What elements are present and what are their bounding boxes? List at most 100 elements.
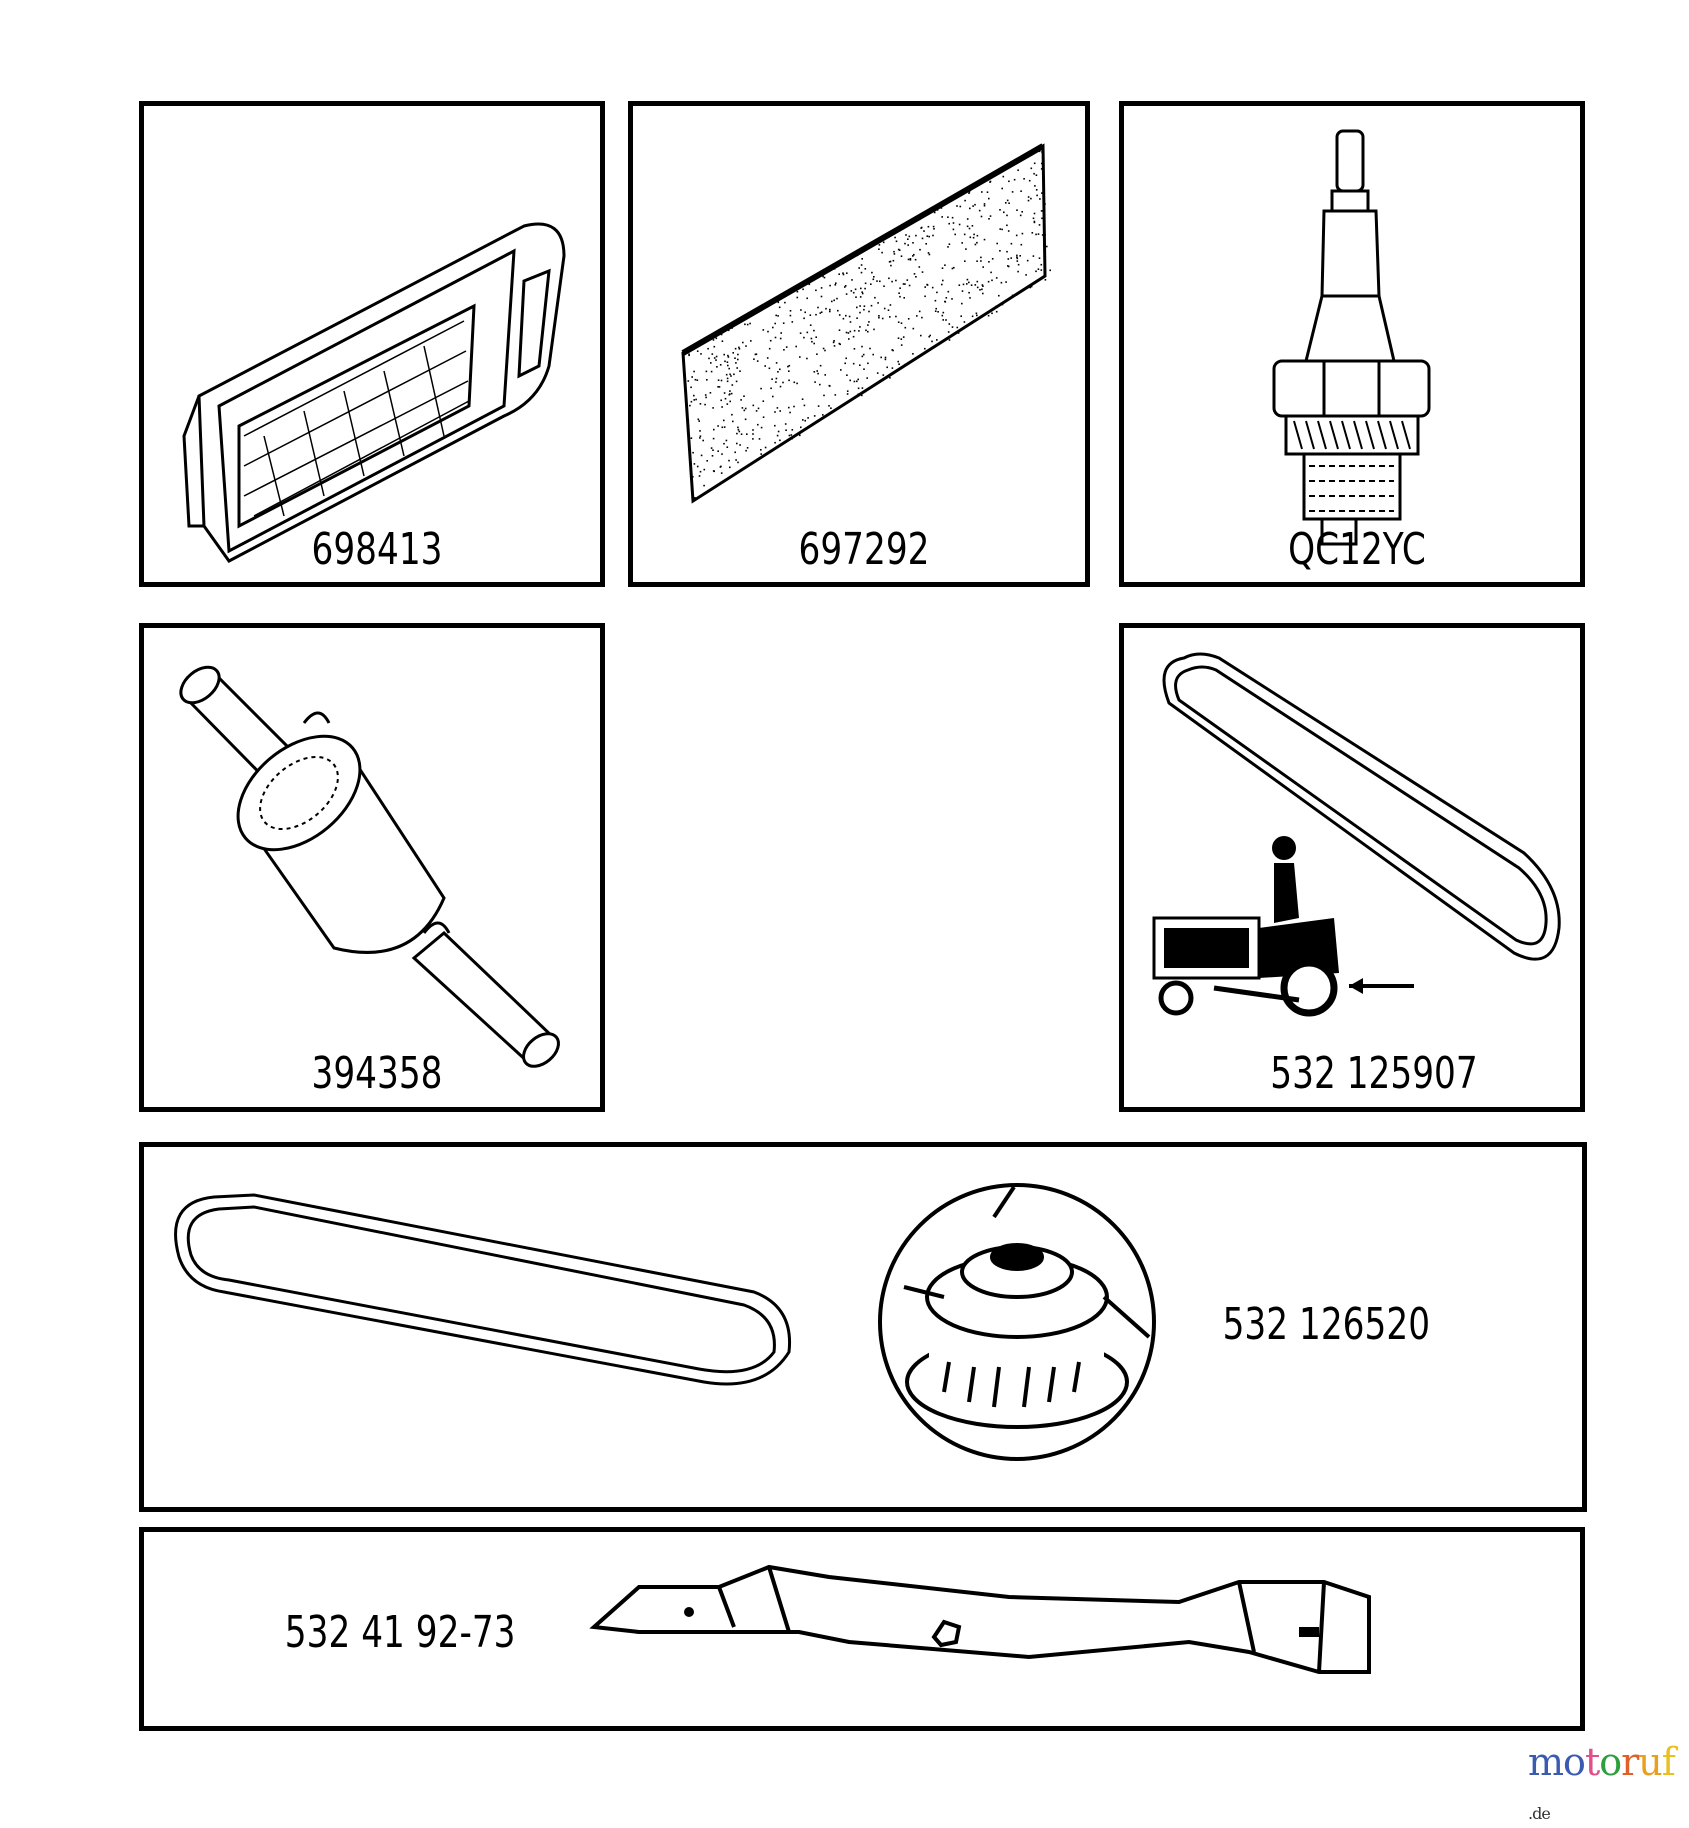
filter-texture-dot xyxy=(707,347,709,350)
filter-texture-dot xyxy=(897,321,900,323)
filter-texture-dot xyxy=(961,290,964,292)
filter-texture-dot xyxy=(963,321,966,323)
filter-texture-dot xyxy=(757,407,760,410)
filter-texture-dot xyxy=(892,349,894,352)
filter-texture-dot xyxy=(1010,242,1013,245)
filter-texture-dot xyxy=(813,329,815,332)
filter-texture-dot xyxy=(825,307,827,310)
filter-texture-dot xyxy=(799,332,802,334)
filter-texture-dot xyxy=(925,243,927,245)
filter-texture-dot xyxy=(854,288,857,291)
filter-texture-dot xyxy=(877,302,879,304)
filter-texture-dot xyxy=(729,393,731,395)
filter-texture-dot xyxy=(1035,174,1038,176)
filter-texture-dot xyxy=(1032,217,1035,220)
filter-texture-dot xyxy=(729,466,731,469)
filter-texture-dot xyxy=(876,372,879,374)
filter-texture-dot xyxy=(867,324,869,326)
filter-texture-dot xyxy=(976,234,979,237)
filter-texture-dot xyxy=(859,326,861,328)
filter-texture-dot xyxy=(991,258,994,260)
filter-texture-dot xyxy=(905,234,907,236)
part-number-label: 698413 xyxy=(311,524,443,575)
filter-texture-dot xyxy=(787,365,789,368)
filter-texture-dot xyxy=(866,377,868,379)
filter-texture-dot xyxy=(779,410,781,412)
filter-texture-dot xyxy=(1037,233,1040,235)
filter-texture-dot xyxy=(945,319,947,321)
filter-texture-dot xyxy=(986,191,989,193)
filter-texture-dot xyxy=(857,378,859,381)
filter-texture-dot xyxy=(736,367,738,369)
filter-texture-dot xyxy=(739,444,741,446)
filter-texture-dot xyxy=(718,386,721,388)
filter-texture-dot xyxy=(902,336,905,338)
filter-texture-dot xyxy=(762,400,765,402)
filter-texture-dot xyxy=(918,310,921,313)
filter-texture-dot xyxy=(942,311,945,314)
filter-texture-dot xyxy=(810,337,813,340)
filter-texture-dot xyxy=(991,279,993,282)
filter-texture-dot xyxy=(852,291,855,294)
watermark-letter: r xyxy=(1621,1740,1639,1784)
filter-texture-dot xyxy=(936,291,938,294)
filter-texture-dot xyxy=(750,340,752,342)
filter-texture-dot xyxy=(983,238,986,241)
filter-texture-dot xyxy=(777,301,780,304)
filter-texture-dot xyxy=(889,377,891,379)
filter-texture-dot xyxy=(1019,160,1021,162)
filter-texture-dot xyxy=(988,261,990,263)
pre-filter-illustration xyxy=(681,143,1051,504)
filter-texture-dot xyxy=(976,241,978,244)
filter-texture-dot xyxy=(730,392,733,395)
filter-texture-dot xyxy=(904,363,906,366)
filter-texture-dot xyxy=(845,314,847,317)
filter-texture-dot xyxy=(976,286,979,289)
filter-texture-dot xyxy=(1016,256,1018,258)
filter-texture-dot xyxy=(989,215,992,217)
filter-texture-dot xyxy=(760,449,762,451)
filter-texture-dot xyxy=(768,347,771,350)
filter-texture-dot xyxy=(1003,211,1005,214)
filter-texture-dot xyxy=(895,315,897,318)
filter-texture-dot xyxy=(824,374,826,376)
filter-texture-dot xyxy=(779,368,781,371)
filter-texture-dot xyxy=(779,337,782,340)
filter-texture-dot xyxy=(833,268,836,270)
filter-texture-dot xyxy=(959,205,962,208)
filter-texture-dot xyxy=(1013,178,1016,181)
filter-texture-dot xyxy=(784,423,787,425)
filter-texture-dot xyxy=(819,364,822,367)
filter-texture-dot xyxy=(729,390,731,392)
filter-texture-dot xyxy=(712,339,715,341)
filter-texture-dot xyxy=(738,348,741,350)
filter-texture-dot xyxy=(999,228,1001,230)
filter-texture-dot xyxy=(861,345,863,348)
filter-texture-dot xyxy=(920,334,922,337)
filter-texture-dot xyxy=(809,324,812,326)
filter-texture-dot xyxy=(790,434,793,436)
filter-texture-dot xyxy=(766,357,769,359)
filter-texture-dot xyxy=(1016,209,1018,211)
filter-texture-dot xyxy=(752,433,754,435)
filter-texture-dot xyxy=(737,461,739,464)
filter-texture-dot xyxy=(942,319,944,321)
filter-texture-dot xyxy=(1038,257,1041,259)
filter-texture-dot xyxy=(1006,214,1008,217)
filter-texture-dot xyxy=(884,356,887,359)
filter-texture-dot xyxy=(829,284,831,287)
filter-texture-dot xyxy=(740,433,743,435)
filter-texture-dot xyxy=(744,323,746,326)
watermark-logo: motoruf.de xyxy=(1528,1740,1689,1828)
filter-texture-dot xyxy=(793,381,796,384)
filter-texture-dot xyxy=(693,394,695,397)
filter-texture-dot xyxy=(953,266,955,269)
filter-texture-dot xyxy=(836,297,838,300)
filter-texture-dot xyxy=(758,438,761,440)
filter-texture-dot xyxy=(819,312,822,314)
filter-texture-dot xyxy=(933,211,936,214)
filter-texture-dot xyxy=(964,199,966,202)
filter-texture-dot xyxy=(996,242,998,245)
filter-texture-dot xyxy=(966,283,968,285)
filter-texture-dot xyxy=(861,394,863,397)
